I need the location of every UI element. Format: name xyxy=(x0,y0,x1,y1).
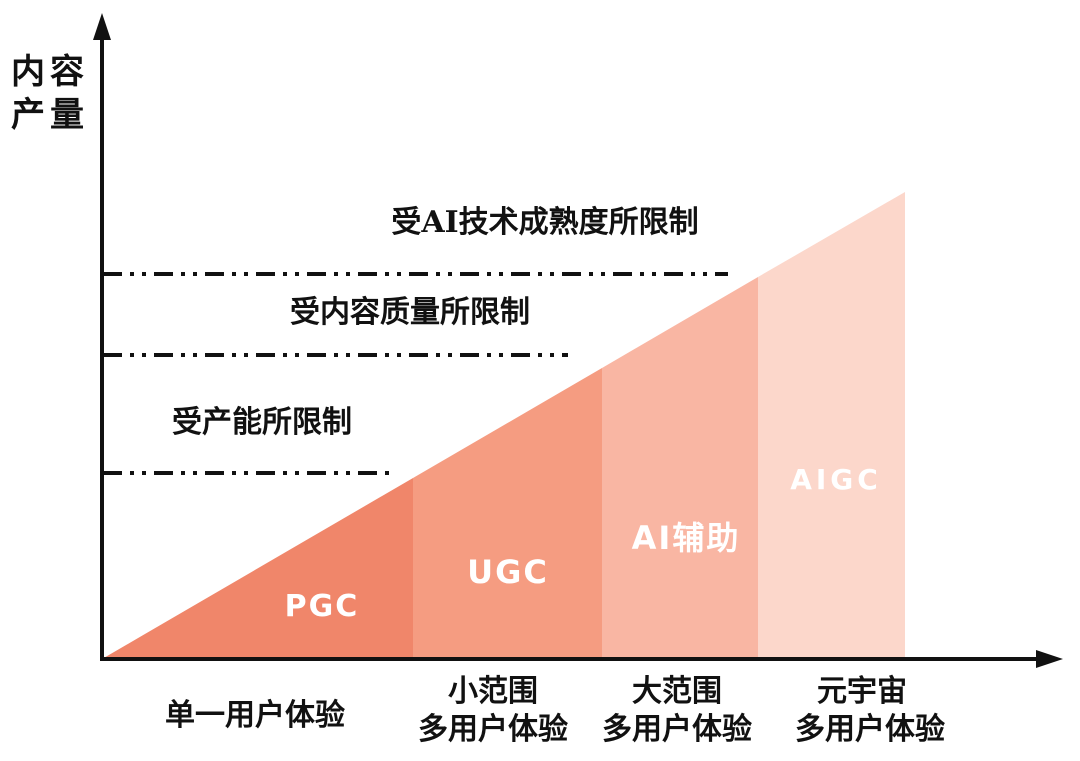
x-axis xyxy=(100,650,1063,668)
x-cat-3-line-1: 元宇宙 xyxy=(817,674,907,709)
x-cat-2-line-2: 多用户体验 xyxy=(602,712,752,747)
y-axis xyxy=(93,13,111,661)
y-axis-arrowhead xyxy=(93,13,111,40)
x-axis-category-large-multi-user: 大范围 多用户体验 xyxy=(602,674,752,747)
x-cat-2-line-1: 大范围 xyxy=(632,674,722,709)
segment-ai-assist-area xyxy=(602,277,758,659)
segment-ugc-area xyxy=(413,368,602,659)
x-cat-3-line-2: 多用户体验 xyxy=(795,712,945,747)
x-axis-arrowhead xyxy=(1036,650,1063,668)
x-axis-category-small-multi-user: 小范围 多用户体验 xyxy=(418,674,568,747)
x-axis-category-metaverse-multi-user: 元宇宙 多用户体验 xyxy=(795,674,945,747)
x-cat-1-line-2: 多用户体验 xyxy=(418,712,568,747)
x-axis-category-single-user: 单一用户体验 xyxy=(165,698,345,733)
x-cat-1-line-1: 小范围 xyxy=(448,674,538,709)
stage-areas xyxy=(102,192,905,659)
segment-aigc-area xyxy=(758,192,905,659)
limit-label-ai-maturity: 受AI技术成熟度所限制 xyxy=(391,205,698,240)
limit-label-quality: 受内容质量所限制 xyxy=(290,295,530,330)
segment-label-ai-assist: AI辅助 xyxy=(632,519,741,557)
y-axis-label-line-1: 内容 xyxy=(11,52,89,92)
segment-label-ugc: UGC xyxy=(467,553,549,591)
segment-label-pgc: PGC xyxy=(285,589,360,624)
limit-label-capacity: 受产能所限制 xyxy=(172,405,352,440)
limit-lines xyxy=(103,272,728,475)
segment-label-aigc: AIGC xyxy=(790,463,882,496)
y-axis-label-line-2: 产量 xyxy=(11,95,89,135)
segment-pgc-area xyxy=(102,478,413,659)
x-cat-0-line-1: 单一用户体验 xyxy=(165,698,345,733)
